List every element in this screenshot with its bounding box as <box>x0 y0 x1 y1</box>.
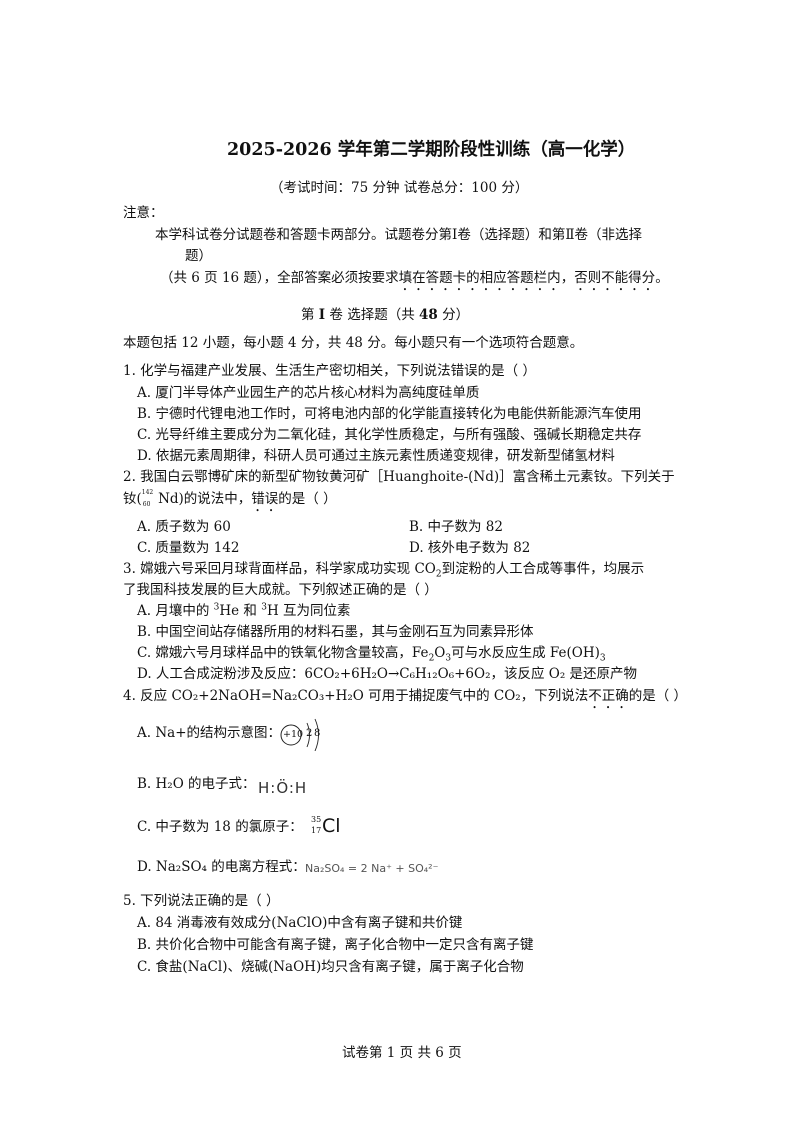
q2-option-b: B. 中子数为 82 <box>409 519 503 535</box>
q2-option-c: C. 质量数为 142 <box>137 540 240 556</box>
nd-nuclide: 142 60 <box>142 489 154 508</box>
q5-stem: 5. 下列说法正确的是（ ） <box>123 893 280 909</box>
q1-option-c: C. 光导纤维主要成分为二氧化硅，其化学性质稳定，与所有强酸、强碱长期稳定共存 <box>137 427 642 443</box>
notice-label: 注意： <box>123 205 164 221</box>
q1-option-a: A. 厦门半导体产业园生产的芯片核心材料为高纯度硅单质 <box>137 385 480 401</box>
q3-stem-post: 到淀粉的人工合成等事件，均展示 <box>441 561 645 577</box>
q3-stem-1: 3. 嫦娥六号采回月球背面样品，科学家成功实现 CO2到淀粉的人工合成等事件，均… <box>123 557 644 580</box>
notice-line-3-mid: ， <box>560 270 575 286</box>
q2-stem-post: Nd)的说法中， <box>153 491 252 507</box>
q5-option-c: C. 食盐(NaCl)、烧碱(NaOH)均只含有离子键，属于离子化合物 <box>137 959 524 975</box>
na-ion-structure-diagram <box>280 718 319 751</box>
q4-option-b: B. H₂O 的电子式： <box>137 776 256 792</box>
notice-emphasis-1: 填在答题卡的相应答题栏内 <box>398 270 561 286</box>
exam-info: （考试时间：75 分钟 试卷总分：100 分） <box>270 180 529 196</box>
na-shell-2: 8 <box>314 728 321 739</box>
q2-option-d: D. 核外电子数为 82 <box>409 540 531 556</box>
q2-stem-pre: 钕( <box>123 491 142 507</box>
page-footer: 试卷第 1 页 共 6 页 <box>342 1045 462 1061</box>
q5-option-b: B. 共价化合物中可能含有离子键，离子化合物中一定只含有离子键 <box>137 937 534 953</box>
o-subscript: 3 <box>445 653 452 664</box>
notice-line-3: （共 6 页 16 题），全部答案必须按要求填在答题卡的相应答题栏内，否则不能得… <box>160 266 669 294</box>
q3-c-pre: C. 嫦娥六号月球样品中的铁氧化物含量较高，Fe <box>137 645 429 661</box>
instructions: 本题包括 12 小题，每小题 4 分，共 48 分。每小题只有一个选项符合题意。 <box>123 335 584 351</box>
q1-option-b: B. 宁德时代锂电池工作时，可将电池内部的化学能直接转化为电能供新能源汽车使用 <box>137 406 642 422</box>
section-score: 48 <box>419 307 438 323</box>
notice-line-2: 题） <box>185 248 212 264</box>
na-nucleus-charge: +10 <box>283 729 304 740</box>
q3-option-d: D. 人工合成淀粉涉及反应：6CO₂+6H₂O→C₆H₁₂O₆+6O₂，该反应 … <box>137 666 638 682</box>
q3-stem-2: 了我国科技发展的巨大成就。下列叙述正确的是（ ） <box>123 582 438 598</box>
notice-line-1: 本学科试卷分试题卷和答题卡两部分。试题卷分第Ⅰ卷（选择题）和第Ⅱ卷（非选择 <box>155 227 643 243</box>
section-heading: 第 I 卷 选择题（共 48 分） <box>301 303 469 323</box>
cl-atomic-number: 17 <box>311 826 322 835</box>
q4-stem-post: 的是（ ） <box>628 688 688 704</box>
q3-a-post: H 互为同位素 <box>266 603 351 619</box>
h-mass-number: 3 <box>261 602 267 613</box>
q2-stem-end: 的是（ ） <box>278 491 337 507</box>
nd-atomic-number: 60 <box>142 500 151 508</box>
cl-symbol: Cl <box>322 815 341 837</box>
page-title: 2025-2026 学年第二学期阶段性训练（高一化学） <box>227 140 636 160</box>
fe-subscript: 2 <box>428 653 435 664</box>
q2-option-a: A. 质子数为 60 <box>137 519 231 535</box>
q3-a-he: He 和 <box>219 603 262 619</box>
section-volume: I <box>318 307 326 323</box>
notice-line-3-pre: （共 6 页 16 题），全部答案必须按要求 <box>160 270 399 286</box>
q3-stem-pre: 3. 嫦娥六号采回月球背面样品，科学家成功实现 CO <box>123 561 436 577</box>
q3-c-post: 可与水反应生成 Fe(OH) <box>451 645 600 661</box>
q3-option-b: B. 中国空间站存储器所用的材料石墨，其与金刚石互为同素异形体 <box>137 624 534 640</box>
h2o-electron-formula: H:Ö:H <box>258 779 308 797</box>
na-shell-1: 2 <box>306 728 313 739</box>
q4-emphasis: 不正确 <box>588 688 629 704</box>
q5-option-a: A. 84 消毒液有效成分(NaClO)中含有离子键和共价键 <box>137 915 463 931</box>
na2so4-ionization-equation: Na₂SO₄ = 2 Na⁺ + SO₄²⁻ <box>305 862 439 875</box>
q1-option-d: D. 依据元素周期律，科研人员可通过主族元素性质递变规律，研发新型储氢材料 <box>137 448 615 464</box>
q2-emphasis: 错误 <box>251 491 279 507</box>
q4-option-a: A. Na+的结构示意图： <box>137 725 282 741</box>
nd-mass-number: 142 <box>141 488 154 496</box>
q4-option-c: C. 中子数为 18 的氯原子： <box>137 819 303 835</box>
section-pre: 第 <box>301 307 319 323</box>
q3-c-mid: O <box>434 645 446 661</box>
q4-stem-pre: 4. 反应 CO₂+2NaOH=Na₂CO₃+H₂O 可用于捕捉废气中的 CO₂… <box>123 688 589 704</box>
notice-emphasis-2: 否则不能得分 <box>574 270 656 286</box>
q2-stem-1: 2. 我国白云鄂博矿床的新型矿物钕黄河矿［Huanghoite-(Nd)］富含稀… <box>123 469 675 485</box>
q3-subscript: 2 <box>435 569 442 580</box>
notice-line-3-post: 。 <box>655 270 669 286</box>
section-post: 分） <box>437 307 470 323</box>
he-mass-number: 3 <box>213 602 220 613</box>
oh-subscript: 3 <box>599 653 606 664</box>
q3-option-c: C. 嫦娥六号月球样品中的铁氧化物含量较高，Fe2O3可与水反应生成 Fe(OH… <box>137 641 606 664</box>
q4-option-d: D. Na₂SO₄ 的电离方程式： <box>137 859 306 875</box>
q1-stem: 1. 化学与福建产业发展、生活生产密切相关，下列说法错误的是（ ） <box>123 363 536 379</box>
q2-stem-2: 钕(142 60 Nd)的说法中，错误的是（ ） <box>123 487 337 515</box>
q3-a-pre: A. 月壤中的 <box>137 603 214 619</box>
cl-mass-number: 35 <box>311 815 322 824</box>
section-mid: 卷 选择题（共 <box>325 307 419 323</box>
q4-stem: 4. 反应 CO₂+2NaOH=Na₂CO₃+H₂O 可用于捕捉废气中的 CO₂… <box>123 684 687 712</box>
q3-option-a: A. 月壤中的 3He 和 3H 互为同位素 <box>137 599 351 620</box>
